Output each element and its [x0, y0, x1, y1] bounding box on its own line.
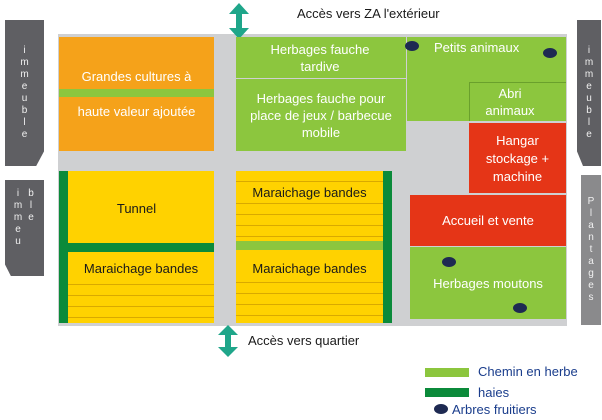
side-building-left-top: immeuble: [5, 20, 44, 166]
legend-label-arbres: Arbres fruitiers: [452, 402, 537, 417]
path-strip-grandes-cultures: [59, 89, 214, 97]
legend-swatch-chemin: [425, 368, 469, 377]
side-building-right-top: immeuble: [577, 20, 601, 166]
fruit-tree-icon: [513, 303, 527, 313]
maraichage-bottom-left-label: Maraichage bandes: [68, 259, 214, 279]
zone-tunnel: [59, 171, 214, 243]
legend-label-haies: haies: [478, 385, 510, 400]
grandes-cultures-label-b: haute valeur ajoutée: [77, 104, 196, 119]
access-label-top: Accès vers ZA l'extérieur: [297, 6, 440, 21]
path-strip-center: [236, 241, 392, 250]
zone-herbages-jeux: [236, 79, 406, 151]
hedge-center-right: [383, 171, 392, 323]
access-arrow-top: [229, 3, 249, 39]
grandes-cultures-label-a: Grandes cultures à: [81, 69, 192, 84]
zone-herbages-tardive: [236, 37, 406, 78]
zone-abri-animaux: [469, 82, 566, 121]
fruit-tree-icon: [405, 41, 419, 51]
side-label-left-top: immeuble: [19, 45, 30, 141]
herbages-jeux-label: Herbages fauche pour place de jeux / bar…: [250, 90, 392, 140]
zone-hangar: [469, 123, 566, 193]
herbages-moutons-label: Herbages moutons: [433, 276, 543, 291]
side-plantages-right: Plantages: [581, 175, 601, 325]
hedge-tunnel-divider: [59, 243, 214, 252]
accueil-vente-label: Accueil et vente: [442, 213, 534, 228]
fruit-tree-icon: [442, 257, 456, 267]
side-label-right-top: immeuble: [583, 45, 595, 141]
herbages-tardive-label: Herbages fauche tardive: [270, 42, 370, 74]
access-arrow-bottom: [218, 325, 238, 357]
maraichage-bottom-center-label: Maraichage bandes: [236, 259, 383, 279]
legend-label-chemin: Chemin en herbe: [478, 364, 578, 379]
tunnel-label: Tunnel: [116, 201, 157, 216]
side-building-left-bottom: immeu ble: [5, 180, 44, 276]
zone-accueil-vente: [410, 195, 566, 246]
abri-animaux-label: Abri animaux: [485, 86, 535, 118]
maraichage-top-center-label: Maraichage bandes: [236, 183, 383, 203]
petits-animaux-label: Petits animaux: [434, 40, 520, 55]
hangar-label: Hangar stockage + machine: [485, 133, 550, 184]
side-label-plantages: Plantages: [585, 196, 597, 304]
legend-fruit-tree-icon: [434, 404, 448, 414]
zone-maraichage-top-center: [236, 171, 383, 241]
zone-herbages-moutons: [410, 247, 566, 319]
access-label-bottom: Accès vers quartier: [248, 333, 360, 348]
legend-swatch-haies: [425, 388, 469, 397]
side-label-left-bottom: immeu ble: [12, 188, 37, 248]
fruit-tree-icon: [543, 48, 557, 58]
